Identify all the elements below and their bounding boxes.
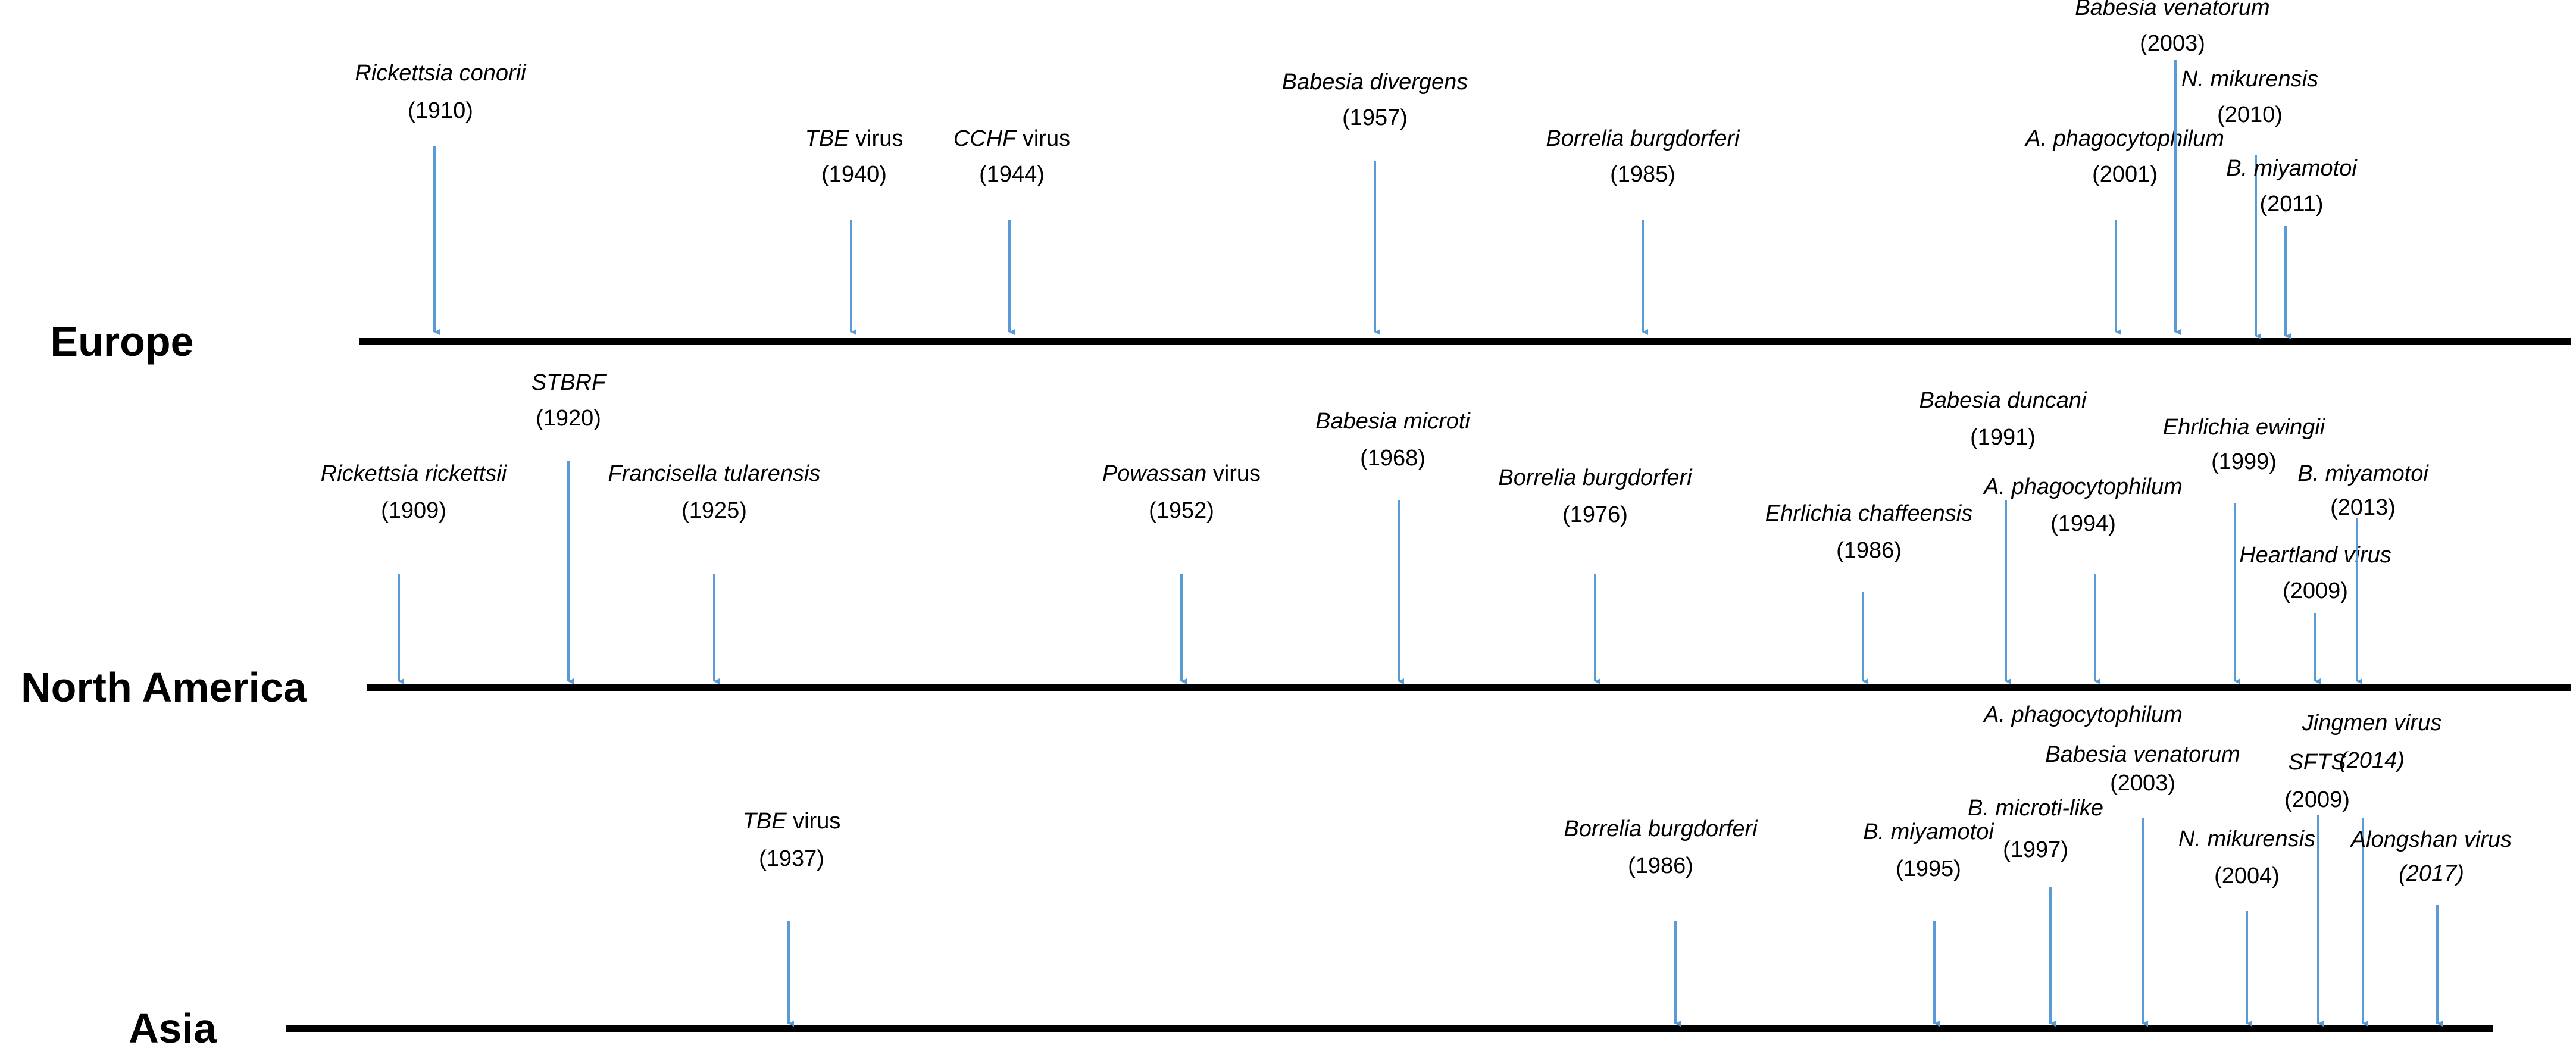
event-name: Babesia duncani: [1920, 388, 2088, 413]
region-label-asia: Asia: [129, 1005, 217, 1045]
region-label-europe: Europe: [50, 318, 193, 365]
timeline-event: B. microti-like (1997): [1968, 796, 2103, 1027]
timeline-event: Rickettsia rickettsii (1909): [321, 461, 508, 684]
event-year: (1944): [979, 162, 1045, 187]
timeline-row-europe: Europe Rickettsia conorii (1910) TBE virus (…: [50, 0, 2571, 365]
event-name: Rickettsia rickettsii: [321, 461, 508, 486]
event-year: (1976): [1562, 502, 1628, 527]
event-year: (1986): [1836, 538, 1902, 563]
event-year: (2003): [2110, 771, 2175, 796]
timeline-event: Ehrlichia ewingii (1999): [2163, 415, 2326, 684]
event-name: Jingmen virus: [2302, 711, 2441, 736]
event-name: B. miyamotoi: [2226, 156, 2358, 181]
timeline-event: B. miyamotoi (2013): [2297, 461, 2429, 684]
timeline-event: N. mikurensis (2010): [2181, 67, 2318, 339]
event-year: (2010): [2217, 102, 2283, 127]
timeline-event: B. miyamotoi (2011): [2226, 156, 2358, 339]
event-year: (1997): [2003, 837, 2068, 862]
event-name: Babesia venatorum: [2045, 742, 2240, 767]
timeline-event: Jingmen virus (2014): [2302, 711, 2441, 1027]
event-name: Powassan virus: [1102, 461, 1261, 486]
event-name: A. phagocytophilum: [2024, 126, 2224, 151]
event-year: (2004): [2214, 863, 2280, 888]
timeline-event: Babesia microti (1968): [1315, 409, 1471, 684]
event-name: Ehrlichia ewingii: [2163, 415, 2326, 440]
timeline-event: TBE virus (1937): [743, 809, 841, 1027]
event-name: TBE virus: [743, 809, 841, 834]
event-year: (2014): [2339, 748, 2405, 773]
timeline-event: A. phagocytophilum (2001): [2024, 126, 2224, 335]
event-name: A. phagocytophilum: [1983, 474, 2183, 499]
timeline-event: Babesia duncani (1991): [1920, 388, 2088, 684]
event-name: Babesia microti: [1315, 409, 1471, 434]
timeline-event: Alongshan virus (2017): [2350, 827, 2512, 1027]
event-name: Borrelia burgdorferi: [1498, 465, 1693, 490]
timeline-event: N. mikurensis (2004): [2178, 827, 2315, 1027]
region-label-north-america: North America: [21, 664, 307, 711]
event-name: N. mikurensis: [2178, 827, 2315, 852]
timeline-event: A. phagocytophilum (1994): [1983, 474, 2183, 684]
timeline-event: STBRF (1920): [532, 370, 607, 684]
timeline-event: Babesia venatorum (2003): [2045, 742, 2240, 1027]
timeline-event: Borrelia burgdorferi (1976): [1498, 465, 1693, 684]
event-name: Francisella tularensis: [608, 461, 821, 486]
event-year: (1999): [2211, 449, 2277, 474]
event-name: Borrelia burgdorferi: [1546, 126, 1740, 151]
timeline-event: B. miyamotoi (1995): [1863, 819, 1994, 1027]
timeline-event: Rickettsia conorii (1910): [355, 61, 527, 335]
event-name: Babesia venatorum: [2075, 0, 2269, 20]
event-name: B. miyamotoi: [2297, 461, 2429, 486]
event-year: (1957): [1342, 105, 1408, 130]
event-year: (1920): [536, 406, 601, 431]
event-year: (1991): [1970, 425, 2036, 450]
timeline-event: Ehrlichia chaffeensis (1986): [1765, 501, 1973, 684]
event-year: (1985): [1610, 162, 1675, 187]
event-year: (1940): [821, 162, 887, 187]
timeline-event: SFTS (2009): [2284, 750, 2350, 1027]
event-name: Heartland virus: [2239, 543, 2391, 568]
event-year: (2009): [2284, 787, 2350, 812]
timeline-event: Babesia divergens (1957): [1282, 70, 1468, 335]
event-year: (2017): [2399, 861, 2464, 886]
event-year: (1937): [759, 846, 824, 871]
event-year: (1968): [1360, 446, 1425, 471]
event-name: B. miyamotoi: [1863, 819, 1994, 844]
event-year: (1952): [1149, 498, 1214, 523]
event-year: (1995): [1896, 856, 1961, 881]
timeline-event: Powassan virus (1952): [1102, 461, 1261, 684]
event-name: SFTS: [2288, 750, 2346, 775]
event-name: CCHF virus: [954, 126, 1070, 151]
event-name: N. mikurensis: [2181, 67, 2318, 92]
timeline-event: CCHF virus (1944): [954, 126, 1070, 335]
event-year: (1994): [2050, 511, 2116, 536]
event-year: (2009): [2283, 578, 2348, 603]
event-name: A. phagocytophilum: [1983, 702, 2183, 727]
timeline-event: Borrelia burgdorferi (1986): [1564, 816, 1758, 1027]
event-name: TBE virus: [805, 126, 904, 151]
event-name: B. microti-like: [1968, 796, 2103, 821]
event-year: (2003): [2140, 31, 2205, 56]
event-name: Alongshan virus: [2350, 827, 2512, 852]
event-name: Rickettsia conorii: [355, 61, 527, 86]
timeline-event: Borrelia burgdorferi (1985): [1546, 126, 1740, 335]
event-year: (1986): [1628, 853, 1693, 878]
event-name: Ehrlichia chaffeensis: [1765, 501, 1973, 526]
timeline-row-asia: Asia TBE virus (1937) Borrelia burgdorferi (…: [129, 702, 2512, 1045]
timeline-event: Francisella tularensis (1925): [608, 461, 821, 684]
event-year: (2011): [2259, 192, 2323, 217]
event-name: STBRF: [532, 370, 607, 395]
timeline-event: TBE virus (1940): [805, 126, 904, 335]
event-year: (1909): [381, 498, 446, 523]
event-year: (1910): [408, 98, 473, 123]
timeline-event: Heartland virus (2009): [2239, 543, 2391, 684]
event-name: Babesia divergens: [1282, 70, 1468, 95]
event-name: Borrelia burgdorferi: [1564, 816, 1758, 841]
timeline-event: Babesia venatorum (2003): [2075, 0, 2270, 335]
timeline-row-north-america: North America Rickettsia rickettsii (1909)…: [21, 370, 2571, 711]
event-year: (1925): [681, 498, 747, 523]
event-year: (2001): [2092, 162, 2158, 187]
event-year: (2013): [2330, 495, 2396, 520]
